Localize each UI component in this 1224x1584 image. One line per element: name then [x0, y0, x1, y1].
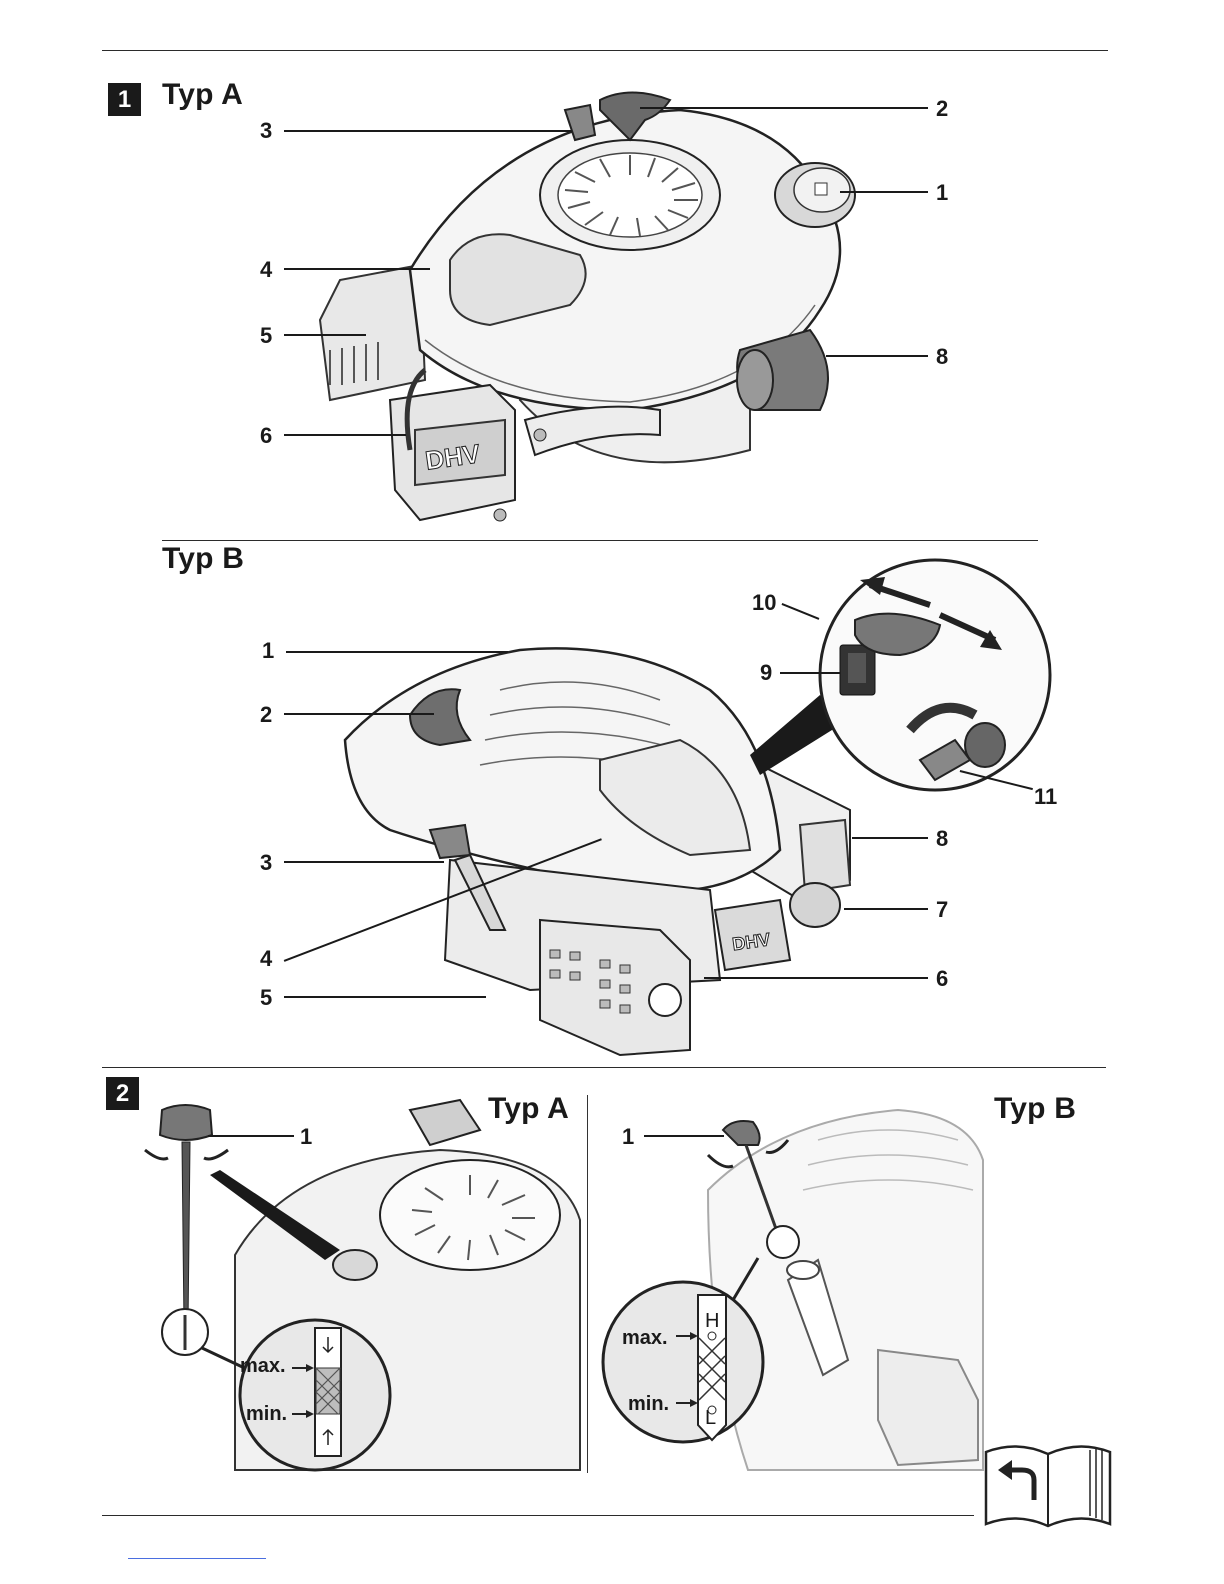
typ-b-callout-10: 10 — [752, 590, 776, 616]
typ-b-leader-7 — [844, 908, 928, 910]
typ-a-leader-1 — [840, 191, 928, 193]
typ-b-leader-1 — [286, 651, 508, 653]
typ-b-callout-2: 2 — [260, 702, 272, 728]
figure-2-top-rule — [102, 1067, 1106, 1068]
page-link-underline[interactable] — [128, 1558, 266, 1559]
typ-a-leader-6 — [284, 434, 406, 436]
typ-b-leader-2 — [284, 713, 434, 715]
typ-b-leader-6 — [704, 977, 928, 979]
typ-a-callout-5: 5 — [260, 323, 272, 349]
typ-b-callout-1: 1 — [262, 638, 274, 664]
typ-b-leader-9 — [780, 672, 840, 674]
typ-b-callout-5: 5 — [260, 985, 272, 1011]
typ-b-callout-8: 8 — [936, 826, 948, 852]
typ-b-callout-11: 11 — [1034, 784, 1057, 810]
figure-2-typ-b-leader-1 — [644, 1135, 724, 1137]
typ-b-mark-high: H — [705, 1310, 719, 1333]
typ-a-callout-3: 3 — [260, 118, 272, 144]
figure-1-badge: 1 — [108, 83, 141, 116]
engine-typ-a-illustration: DHV — [300, 80, 880, 530]
typ-a-callout-4: 4 — [260, 257, 272, 283]
figure-2-typ-a-leader-1 — [208, 1135, 294, 1137]
typ-a-max-label: max. — [240, 1355, 286, 1378]
figure-2-typ-b-callout-1: 1 — [622, 1124, 634, 1150]
figure-2-badge: 2 — [106, 1077, 139, 1110]
figure-1-typ-a-heading: Typ A — [162, 78, 243, 112]
typ-a-callout-8: 8 — [936, 344, 948, 370]
typ-a-leader-8 — [826, 355, 928, 357]
typ-a-leader-4 — [284, 268, 430, 270]
oil-dipstick-typ-b-illustration — [598, 1100, 983, 1475]
top-rule — [102, 50, 1108, 51]
typ-a-callout-6: 6 — [260, 423, 272, 449]
fold-out-page-icon[interactable] — [982, 1432, 1114, 1532]
typ-b-min-label: min. — [628, 1393, 669, 1416]
typ-a-leader-5 — [284, 334, 366, 336]
typ-b-leader-8 — [852, 837, 928, 839]
figure-2-typ-a-callout-1: 1 — [300, 1124, 312, 1150]
typ-a-min-label: min. — [246, 1403, 287, 1426]
typ-a-leader-2 — [640, 107, 928, 109]
typ-b-leader-3 — [284, 861, 444, 863]
typ-b-callout-3: 3 — [260, 850, 272, 876]
typ-a-callout-1: 1 — [936, 180, 948, 206]
typ-a-leader-3 — [284, 130, 572, 132]
typ-b-mark-low: L — [705, 1407, 716, 1430]
figure-2-typ-b-heading: Typ B — [994, 1092, 1076, 1126]
typ-divider — [162, 540, 1038, 541]
oil-dipstick-typ-a-illustration — [140, 1100, 580, 1475]
typ-b-detail-magnifier — [740, 555, 1060, 805]
figure-1-typ-b-heading: Typ B — [162, 542, 244, 576]
typ-b-callout-7: 7 — [936, 897, 948, 923]
typ-b-callout-4: 4 — [260, 946, 272, 972]
figure-2-column-divider — [587, 1095, 588, 1473]
typ-b-callout-9: 9 — [760, 660, 772, 686]
typ-b-callout-6: 6 — [936, 966, 948, 992]
typ-b-leader-5 — [284, 996, 486, 998]
bottom-rule — [102, 1515, 974, 1516]
typ-a-callout-2: 2 — [936, 96, 948, 122]
typ-b-max-label: max. — [622, 1327, 668, 1350]
